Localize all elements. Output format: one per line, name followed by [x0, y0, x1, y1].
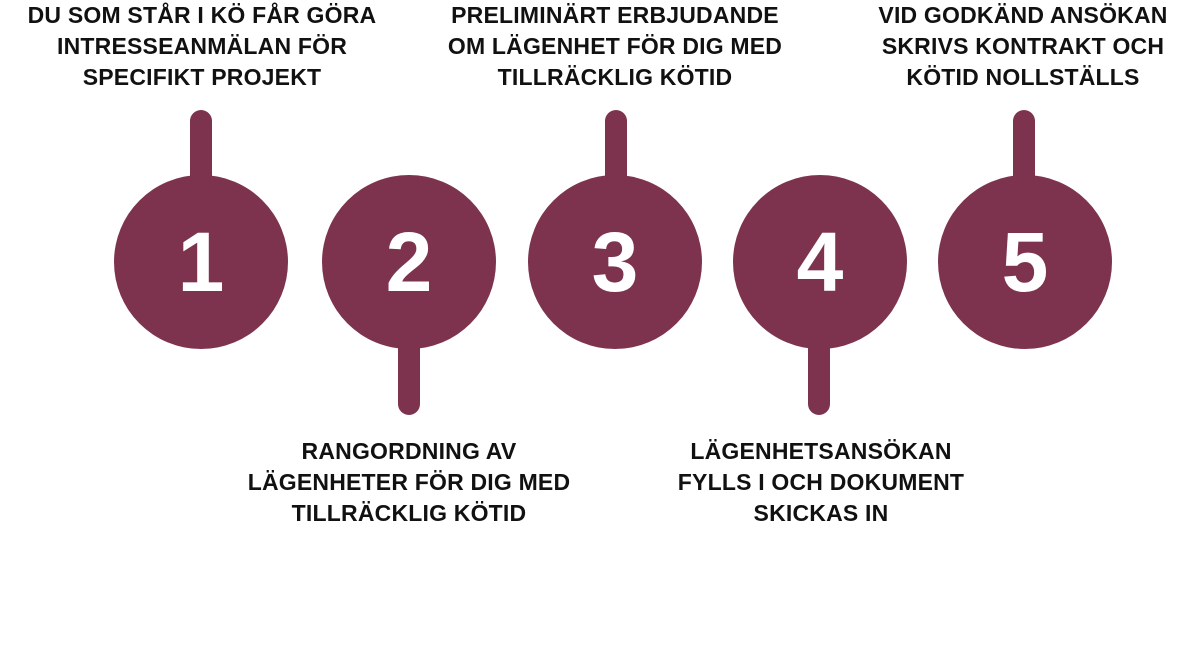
step-3-number: 3 — [591, 215, 639, 309]
step-1-number: 1 — [177, 215, 225, 309]
step-1-circle: 1 — [114, 175, 288, 349]
step-3-connector — [605, 110, 627, 190]
step-4-label: LÄGENHETSANSÖKAN FYLLS I OCH DOKUMENT SK… — [677, 438, 965, 526]
step-2-circle: 2 — [322, 175, 496, 349]
step-1-label: DU SOM STÅR I KÖ FÅR GÖRA INTRESSEANMÄLA… — [27, 2, 377, 90]
step-2-connector — [398, 335, 420, 415]
step-5-label: VID GODKÄND ANSÖKAN SKRIVS KONTRAKT OCH … — [878, 2, 1168, 90]
step-1-connector — [190, 110, 212, 190]
step-5-connector — [1013, 110, 1035, 190]
step-3-label: PRELIMINÄRT ERBJUDANDE OM LÄGENHET FÖR D… — [447, 2, 783, 90]
step-5-number: 5 — [1001, 215, 1049, 309]
step-4-number: 4 — [796, 215, 844, 309]
step-4-circle: 4 — [733, 175, 907, 349]
step-3-circle: 3 — [528, 175, 702, 349]
step-2-number: 2 — [385, 215, 433, 309]
step-5-circle: 5 — [938, 175, 1112, 349]
step-4-connector — [808, 335, 830, 415]
step-2-label: RANGORDNING AV LÄGENHETER FÖR DIG MED TI… — [247, 438, 571, 526]
